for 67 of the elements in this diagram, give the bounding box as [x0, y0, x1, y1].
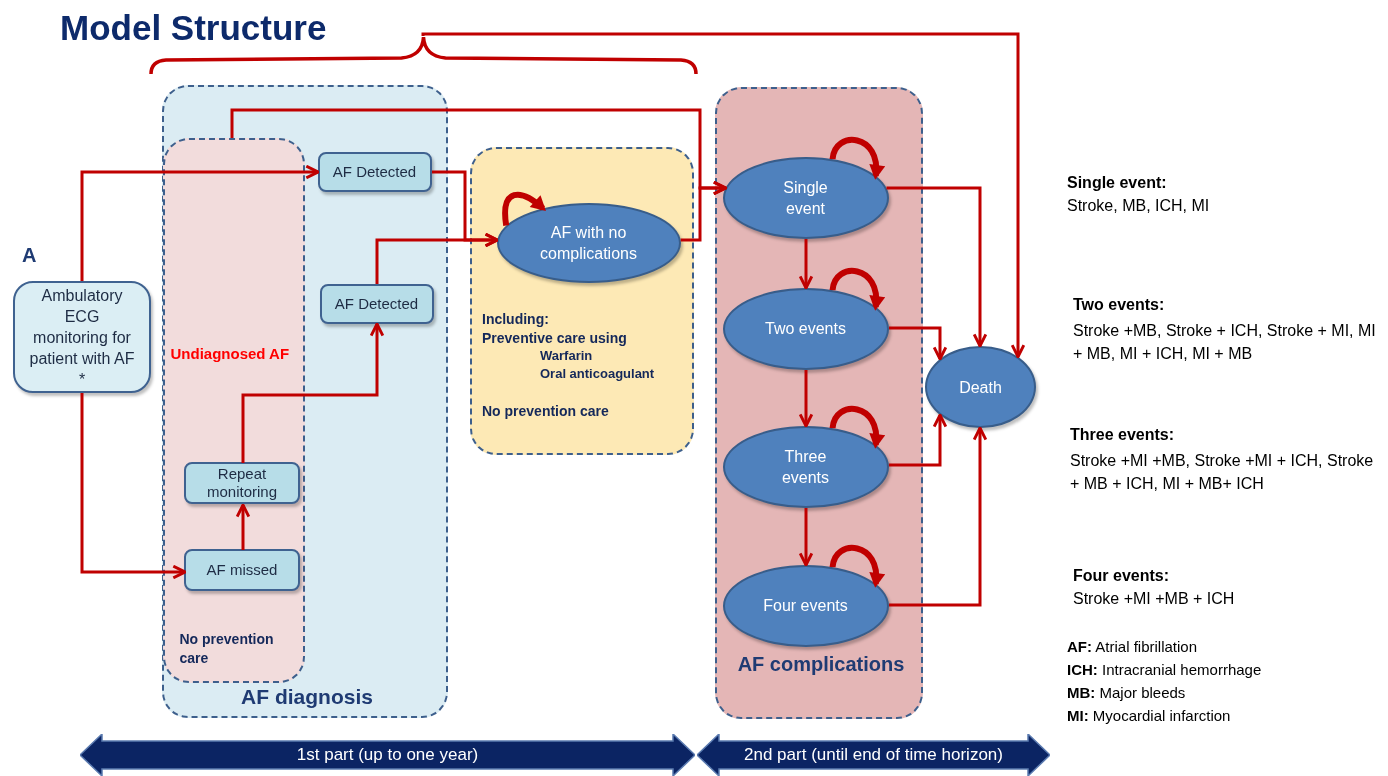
abbreviation-text: MB: Major bleeds [1067, 684, 1186, 701]
category-text: Stroke +MI +MB, Stroke +MI + ICH, Stroke + MB + ICH, MI + MB+ ICH [1070, 451, 1375, 494]
group-panel [162, 137, 305, 683]
abbreviation-text: MI: Myocardial infarction [1067, 707, 1231, 724]
group-heading: AF complications [736, 652, 906, 677]
category-text: Stroke, MB, ICH, MI [1067, 197, 1210, 215]
process-box [184, 462, 300, 504]
band-label: 2nd part (until end of time horizon) [744, 745, 1003, 765]
state-ellipse [925, 346, 1036, 428]
arrow [798, 508, 814, 567]
group-heading: Undiagnosed AF [170, 344, 291, 362]
category-heading: Three events: [1070, 426, 1175, 444]
note-text: Warfarin [540, 348, 594, 363]
self-loop-arrow [502, 191, 547, 226]
category-heading: Single event: [1067, 174, 1167, 192]
group-panel [162, 85, 448, 718]
note-text: Oral anticoagulant [540, 366, 656, 381]
band-label: 1st part (up to one year) [296, 745, 479, 765]
node-label: Ambulatory ECG monitoring for patient with AF * [29, 285, 135, 390]
category-heading: Four events: [1073, 567, 1169, 585]
abbreviation-text: AF: Atrial fibrillation [1067, 638, 1198, 655]
arrow [888, 413, 948, 467]
group-heading: AF diagnosis [240, 685, 374, 709]
self-loop-arrow [829, 405, 885, 449]
panel-letter: A [22, 244, 37, 267]
node-label: Two events [765, 319, 846, 339]
node-label: Three events [780, 446, 831, 488]
self-loop-arrow [829, 267, 885, 311]
category-text: Stroke +MB, Stroke + ICH, Stroke + MI, MI + MB, MI + ICH, MI + MB [1073, 321, 1377, 364]
process-box [13, 281, 151, 393]
group-panel [470, 147, 694, 455]
note-text: No prevention care [482, 403, 610, 419]
abbreviation-text: ICH: Intracranial hemorrhage [1067, 661, 1262, 678]
arrow [798, 239, 814, 290]
process-box [317, 151, 432, 192]
self-loop-arrow [829, 136, 885, 180]
note-text: Preventive care using [482, 330, 628, 346]
category-text: Stroke +MI +MB + ICH [1073, 590, 1235, 608]
note-text: No prevention care [179, 629, 275, 668]
process-box [319, 283, 434, 324]
arrow [235, 503, 251, 550]
node-label: Four events [763, 596, 848, 616]
node-label: Single event [782, 177, 829, 219]
node-label: Death [959, 377, 1002, 398]
arrow [241, 322, 385, 463]
node-label: AF with no complications [540, 222, 637, 264]
node-label: AF Detected [334, 294, 419, 313]
process-box [184, 549, 300, 591]
arrow [680, 180, 727, 242]
node-label: AF missed [206, 561, 278, 579]
arrow [889, 326, 948, 361]
note-text: Including: [482, 311, 550, 327]
self-loop-arrow [829, 544, 885, 588]
node-label: AF Detected [332, 162, 417, 181]
diagram-title: Model Structure [60, 8, 327, 48]
category-heading: Two events: [1073, 296, 1165, 314]
arrow [889, 426, 988, 607]
arrow [375, 232, 499, 284]
double-arrow-band [80, 734, 695, 776]
arrow [798, 370, 814, 428]
arrow [80, 393, 187, 580]
arrow [421, 32, 1026, 359]
group-panel [715, 87, 923, 719]
arrow [80, 164, 320, 281]
arrow [886, 186, 988, 348]
double-arrow-band [697, 734, 1050, 776]
node-label: Repeat monitoring [205, 465, 278, 501]
